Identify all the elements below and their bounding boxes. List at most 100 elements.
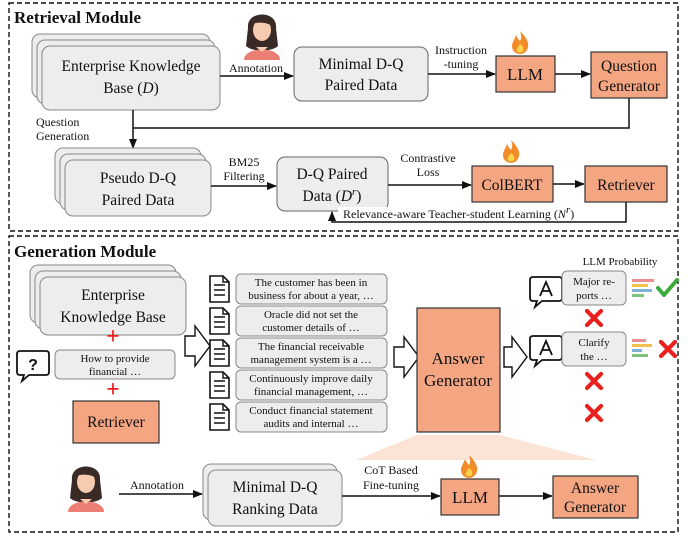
- pseudo-dq-stack: Pseudo D-Q Paired Data: [54, 147, 212, 217]
- colbert-label: ColBERT: [481, 177, 543, 194]
- doc5-line1: Conduct financial statement: [249, 405, 372, 417]
- retriever-label-generation: Retriever: [87, 414, 146, 431]
- document-item-1: [235, 273, 388, 305]
- plus-sign-bottom: +: [106, 377, 120, 403]
- retrieval-module-title: Retrieval Module: [14, 8, 141, 27]
- llm-box-generation: [440, 478, 500, 516]
- relevance-label-bg: [338, 207, 620, 221]
- question-generation-line1: Question: [36, 115, 79, 129]
- enterprise-kb-stack: Enterprise Knowledge Base (D): [31, 33, 221, 111]
- answer2-line2: the …: [580, 351, 607, 363]
- cot-line1: CoT Based: [364, 463, 417, 477]
- kb-label-line1: Enterprise Knowledge: [61, 58, 200, 75]
- doc1-line1: The customer has been in: [255, 277, 368, 289]
- relevance-feedback-arrow: [328, 202, 627, 223]
- fire-icon: [512, 31, 529, 54]
- minimal-dq-line1: Minimal D-Q: [319, 56, 404, 73]
- answer-bubble-icon: [529, 276, 563, 308]
- question-generation-line2: Generation: [36, 129, 89, 143]
- person-icon: [68, 466, 104, 512]
- retrieval-module-frame: [8, 2, 679, 232]
- document-list: The customer has been in business for ab…: [209, 273, 388, 433]
- llm-probability-label: LLM Probability: [583, 256, 658, 268]
- document-item-4: [235, 369, 388, 401]
- probability-bars-icon: [632, 339, 652, 357]
- pseudo-dq-line1: Pseudo D-Q: [100, 170, 176, 187]
- dq-paired-line1: D-Q Paired: [296, 166, 367, 183]
- answer-option-1: [561, 270, 627, 306]
- doc5-line2: audits and internal …: [263, 418, 358, 430]
- llm-to-generator-cone: [356, 435, 596, 460]
- retriever-box-generation: [72, 400, 160, 444]
- doc3-line1: The financial receivable: [258, 341, 364, 353]
- person-icon: [244, 14, 280, 60]
- bm25-line2: Filtering: [223, 169, 264, 183]
- bm25-line1: BM25: [229, 155, 260, 169]
- hollow-arrow-to-docs: [184, 323, 211, 369]
- retriever-label-retrieval: Retriever: [597, 177, 656, 194]
- gen-kb-line1: Enterprise: [81, 287, 145, 304]
- answer-option-2: [561, 331, 627, 367]
- cot-line2: Fine-tuning: [363, 478, 419, 492]
- answer-generator-box: [416, 307, 501, 433]
- qgen-feedback-line: [133, 98, 630, 129]
- document-item-5: [235, 401, 388, 433]
- answer-generator-line1: Answer: [432, 349, 485, 368]
- question-bubble-icon: ?: [16, 350, 50, 384]
- minimal-ranking-line1: Minimal D-Q: [233, 479, 318, 496]
- answer2-line1: Clarify: [578, 337, 610, 349]
- cross-icon: [661, 342, 675, 356]
- cross-icon: [587, 311, 601, 325]
- query-box: [54, 349, 176, 380]
- doc3-line2: management system is a …: [251, 354, 372, 366]
- document-icon: [209, 339, 230, 367]
- hollow-arrow-to-answers: [503, 334, 528, 380]
- fire-icon: [503, 140, 520, 163]
- answer-generator-bottom-box: [552, 475, 639, 519]
- answer-generator-bottom-line1: Answer: [571, 480, 620, 497]
- gen-kb-line2: Knowledge Base: [60, 309, 166, 326]
- doc1-line2: business for about a year, …: [248, 290, 373, 302]
- document-icon: [209, 371, 230, 399]
- llm-label-generation: LLM: [452, 488, 488, 507]
- doc2-line2: customer details of …: [262, 322, 359, 334]
- question-generator-line2: Generator: [598, 78, 661, 95]
- llm-box-retrieval: [495, 55, 556, 93]
- annotation-label: Annotation: [229, 61, 283, 75]
- query-line2: financial …: [89, 366, 141, 378]
- minimal-ranking-line2: Ranking Data: [232, 501, 318, 518]
- dq-paired-line2: Data (Dr): [303, 186, 362, 205]
- llm-label-retrieval: LLM: [507, 65, 543, 84]
- svg-text:?: ?: [28, 357, 38, 374]
- probability-bars-icon: [632, 279, 654, 297]
- document-item-3: [235, 337, 388, 369]
- answer1-line2: ports …: [576, 290, 612, 302]
- doc2-line1: Oracle did not set the: [264, 309, 358, 321]
- hollow-arrow-to-answer-gen: [393, 334, 420, 380]
- generation-module-title: Generation Module: [14, 242, 157, 261]
- answer-bubble-icon: [529, 335, 563, 367]
- answer-generator-line2: Generator: [424, 371, 492, 390]
- colbert-box: [471, 165, 554, 203]
- kb-label-line2: Base (D): [103, 80, 159, 97]
- minimal-dq-line2: Paired Data: [325, 77, 398, 94]
- contrastive-line1: Contrastive: [400, 151, 455, 165]
- document-icon: [209, 307, 230, 335]
- relevance-label: Relevance-aware Teacher-student Learning…: [343, 204, 574, 221]
- generation-module-frame: [8, 235, 679, 533]
- answer-generator-bottom-line2: Generator: [564, 499, 627, 516]
- pseudo-dq-line2: Paired Data: [102, 192, 175, 209]
- question-generator-line1: Question: [601, 58, 657, 75]
- document-icon: [209, 403, 230, 431]
- doc4-line2: financial management, …: [254, 386, 368, 398]
- instruction-tuning-line2: -tuning: [444, 57, 479, 71]
- generation-kb-stack: Enterprise Knowledge Base: [29, 264, 187, 336]
- answer1-line1: Major re-: [573, 276, 615, 288]
- query-line1: How to provide: [80, 353, 149, 365]
- instruction-tuning-line1: Instruction: [435, 43, 487, 57]
- check-icon: [656, 278, 679, 297]
- annotation-label-generation: Annotation: [130, 478, 184, 492]
- question-generator-box: [590, 51, 668, 99]
- doc4-line1: Continuously improve daily: [249, 373, 373, 385]
